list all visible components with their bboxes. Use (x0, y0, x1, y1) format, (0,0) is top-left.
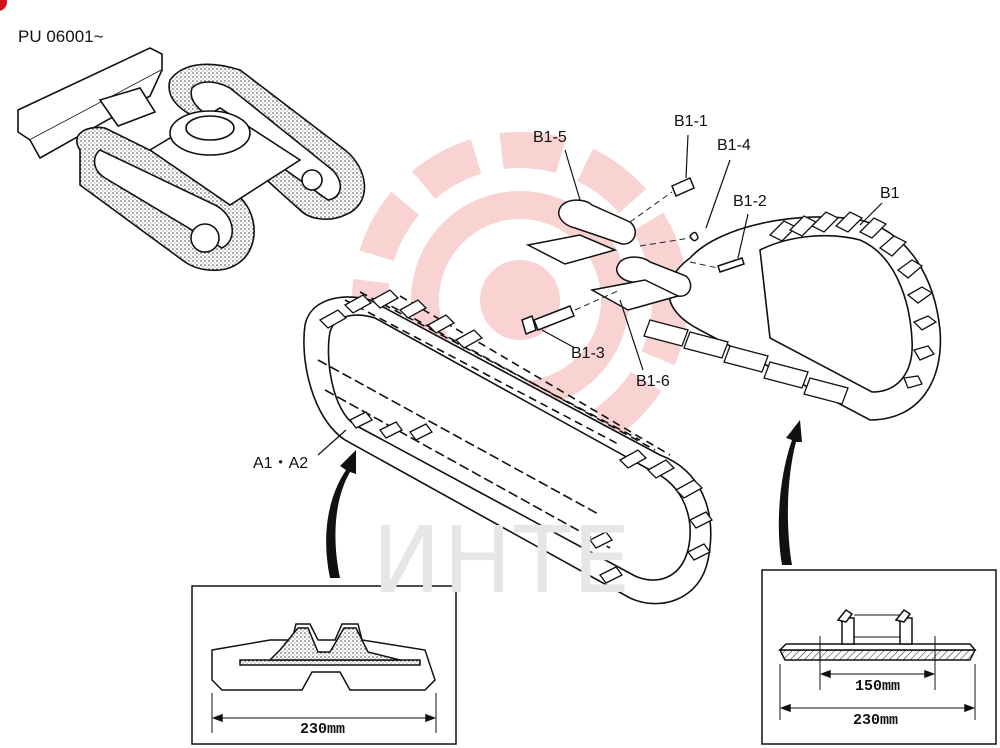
clip-b1-4 (689, 231, 699, 242)
callout-a1-a2: A1・A2 (253, 455, 309, 472)
pin-b1-1 (671, 176, 695, 198)
leader-lines (317, 134, 883, 456)
watermark-text: ИНТЕ (372, 507, 633, 614)
steel-inner-width-label: 150mm (855, 678, 901, 695)
undercarriage-illustration (17, 47, 366, 272)
serial-code: PU 06001~ (18, 27, 104, 46)
callout-b1: B1 (880, 185, 900, 202)
pin-b1-2 (717, 257, 745, 273)
callout-b1-1: B1-1 (674, 113, 708, 130)
callout-b1-5: B1-5 (533, 129, 567, 146)
arrow-to-steel-section (778, 420, 802, 565)
link-b1-5 (558, 199, 637, 245)
assembly-dashed-lines (574, 191, 719, 311)
corner-badge (0, 0, 7, 11)
rubber-track-lugs (318, 289, 713, 584)
arrow-to-rubber-section (326, 450, 356, 578)
rubber-track-cross-section (191, 585, 457, 745)
callout-b1-3: B1-3 (571, 345, 605, 362)
callout-b1-2: B1-2 (733, 193, 767, 210)
callout-b1-6: B1-6 (636, 373, 670, 390)
steel-track-cross-section (761, 569, 997, 745)
callout-b1-4: B1-4 (717, 137, 751, 154)
chain-parts (521, 176, 745, 336)
steel-track-grousers (643, 211, 938, 405)
steel-track-illustration (667, 216, 942, 421)
rubber-width-label: 230mm (300, 721, 346, 738)
link-b1-6 (616, 256, 692, 297)
steel-outer-width-label: 230mm (853, 712, 899, 729)
bolt-b1-3 (521, 314, 537, 336)
